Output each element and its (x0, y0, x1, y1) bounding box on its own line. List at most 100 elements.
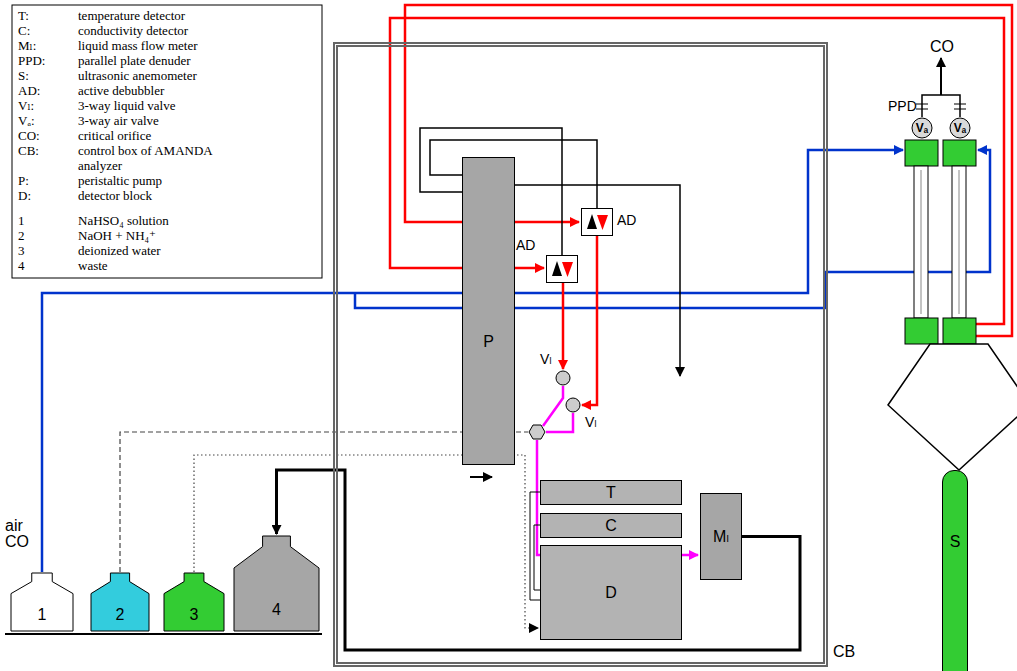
legend-description: critical orifice (78, 128, 151, 143)
ground-line (5, 633, 322, 635)
peristaltic-pump: P (462, 157, 515, 465)
legend-description: deionized water (78, 243, 161, 258)
flow-connector (562, 283, 565, 369)
sensor-wire (530, 492, 540, 600)
legend-description: ultrasonic anemometer (78, 68, 197, 83)
denuder-outlet-block (943, 318, 976, 344)
air-valve: Vₐ (911, 117, 933, 139)
legend-code: AD: (18, 83, 40, 98)
bottle-outline (11, 573, 73, 631)
legend-code: CO: (18, 128, 40, 143)
part-label: CB (833, 644, 855, 660)
text-holder: T (541, 481, 681, 504)
legend-code: D: (18, 188, 31, 203)
part-label: AD (516, 237, 535, 253)
text-holder: 1 (10, 572, 74, 632)
air-out-triangle (552, 261, 562, 276)
denuder-plate (959, 170, 960, 314)
text-holder: Vₐ (949, 117, 971, 139)
legend-description: control box of AMANDA analyzer (78, 143, 228, 173)
mass-flow-meter: Mₗ (700, 493, 742, 580)
legend-code: PPD: (18, 53, 45, 68)
valve-circle (556, 371, 570, 385)
debubbler-frame (547, 256, 578, 283)
liquid-line-magenta (546, 413, 573, 432)
legend-description: detector block (78, 188, 152, 203)
legend-description: NaHSO₄ solution (78, 213, 169, 228)
pump-direction-arrow (470, 476, 492, 478)
legend-code: T: (18, 8, 29, 23)
legend-code: 4 (18, 258, 25, 273)
denuder-plate (914, 166, 928, 318)
text-holder: S (943, 471, 967, 671)
legend-code: 1 (18, 213, 25, 228)
liquid-valve: Vₗ (565, 397, 581, 413)
denuder-inlet-block (905, 140, 938, 166)
legend-description: 3-way air valve (78, 113, 159, 128)
text-holder: Mₗ (701, 494, 741, 579)
anemometer: S (942, 470, 968, 671)
legend-code: Vₐ: (18, 113, 35, 128)
air-out-triangle (587, 214, 597, 229)
water-bottle: 3 (163, 572, 225, 632)
legend-code: P: (18, 173, 29, 188)
text-holder: 4 (233, 535, 320, 632)
legend-code: C: (18, 23, 30, 38)
bottle-outline (164, 573, 224, 631)
flow-connector (277, 470, 801, 650)
box-label: Vₐ (954, 119, 967, 137)
liquid-out-triangle (562, 262, 573, 277)
inlet-diamond (888, 344, 1017, 470)
box-label: 3 (190, 606, 199, 624)
circle-outline (555, 370, 571, 386)
control-box: PADADVₗVₗTCDMₗCB (333, 42, 828, 667)
text-holder: D (541, 546, 681, 639)
box-label: Vₐ (916, 119, 929, 137)
flow-connector (582, 236, 597, 405)
legend-code: CB: (18, 143, 39, 158)
part-label: AD (617, 212, 636, 228)
mixing-hexagon (529, 425, 545, 439)
box-label: 2 (116, 606, 125, 624)
debubbler-box: AD (546, 255, 578, 283)
valve-circle (950, 118, 970, 138)
text-holder: Vₐ (911, 117, 933, 139)
denuder-plate (952, 166, 966, 318)
sample-tube-blue (42, 150, 903, 572)
liquid-out-triangle (597, 215, 608, 230)
part-label: Vₗ (540, 351, 552, 367)
text-holder: 3 (163, 572, 225, 632)
text-holder: C (541, 514, 681, 537)
text-label: air (5, 517, 23, 535)
liquid-line-magenta (543, 386, 563, 426)
box-label: 4 (272, 601, 281, 619)
legend-description: peristaltic pump (78, 173, 162, 188)
denuder-outlet-block (905, 318, 938, 344)
air-outlet-label: CO (930, 38, 954, 56)
text-label: CO (5, 533, 29, 551)
ad-outline (581, 208, 613, 236)
air-outlet-arrow (940, 58, 942, 95)
denuder-plate (921, 170, 922, 314)
orifice-symbol (916, 104, 966, 109)
box-label: S (950, 533, 961, 551)
legend-code: 3 (18, 243, 25, 258)
denuder-inlet-block (943, 140, 976, 166)
conductivity-detector: C (540, 513, 682, 538)
liquid-valve: Vₗ (555, 370, 571, 386)
sample-tube-blue (355, 150, 990, 308)
reagent-bottle: 2 (90, 572, 150, 632)
box-label: T (606, 484, 616, 502)
valve-circle (566, 398, 580, 412)
part-label: Vₗ (585, 414, 597, 430)
ad-outline (546, 255, 578, 283)
orifice-label: PPD (888, 98, 917, 114)
box-label: D (605, 584, 617, 602)
air-valve: Vₐ (949, 117, 971, 139)
bottle-outline (234, 536, 319, 631)
valve-circle (912, 118, 932, 138)
box-label: 1 (38, 606, 47, 624)
legend-description: liquid mass flow meter (78, 38, 198, 53)
